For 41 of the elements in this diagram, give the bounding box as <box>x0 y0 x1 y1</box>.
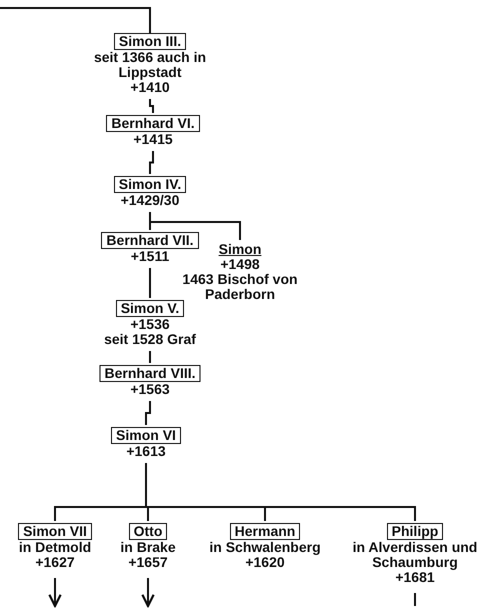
note-text: 1463 Bischof von Paderborn <box>181 272 299 302</box>
note-text: in Schwalenberg <box>208 540 322 555</box>
note-text: in Alverdissen und Schaumburg <box>352 540 478 570</box>
connector-line <box>414 593 416 606</box>
name-label: Simon IV. <box>114 176 186 193</box>
note-text: in Brake <box>119 540 177 555</box>
arrow <box>48 578 62 608</box>
note-text: seit 1366 auch in Lippstadt <box>92 50 208 80</box>
connector-line <box>149 99 154 113</box>
note-text: +1681 <box>395 570 435 585</box>
name-label: Hermann <box>230 523 300 540</box>
connector-line <box>145 463 416 521</box>
connector-line <box>0 7 151 33</box>
note-text: +1627 <box>34 555 76 570</box>
name-label: Bernhard VI. <box>106 115 200 132</box>
name-label: Simon VII <box>18 523 92 540</box>
note-text: +1410 <box>130 80 170 95</box>
note-text: +1620 <box>245 555 285 570</box>
note-text: +1613 <box>125 444 167 459</box>
note-text: +1498 <box>219 257 261 272</box>
name-label: Bernhard VII. <box>101 232 199 249</box>
connector-line <box>149 268 151 298</box>
name-label: Simon V. <box>116 300 184 317</box>
note-text: +1415 <box>132 132 174 147</box>
note-text: +1511 <box>130 249 170 264</box>
name-label: Otto <box>128 523 168 540</box>
connector-line <box>145 401 151 425</box>
note-text: +1563 <box>129 382 171 397</box>
connector-line <box>149 351 151 363</box>
name-label: Bernhard VIII. <box>99 365 201 382</box>
name-label: Simon III. <box>114 33 186 50</box>
arrow <box>141 578 155 608</box>
name-label: Philipp <box>386 523 444 540</box>
note-text: in Detmold <box>18 540 92 555</box>
note-text: +1657 <box>127 555 169 570</box>
note-text: seit 1528 Graf <box>103 332 197 347</box>
connector-line <box>149 212 241 240</box>
note-text: +1536 <box>129 317 171 332</box>
name-label: Simon VI <box>111 427 181 444</box>
connector-line <box>149 151 154 174</box>
note-text: +1429/30 <box>120 193 180 208</box>
